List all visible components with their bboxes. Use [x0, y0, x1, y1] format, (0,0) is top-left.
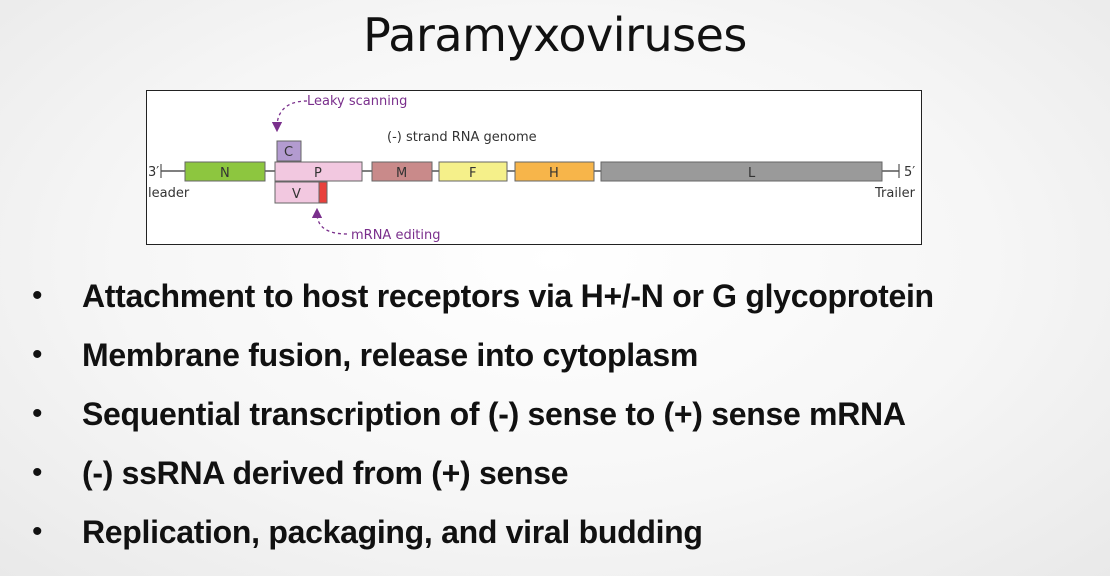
bullet-marker: •: [32, 338, 43, 371]
orf-v-edit-region: [318, 181, 328, 204]
leaky-scanning-label: Leaky scanning: [307, 94, 407, 109]
bullet-text: Attachment to host receptors via H+/-N o…: [82, 278, 934, 314]
mrna-editing-arrow: [311, 207, 348, 235]
genome-diagram: 3′ 5′ leader Trailer (-) strand RNA geno…: [146, 90, 922, 245]
end-3-label: 3′: [148, 165, 159, 180]
orf-c-box: [276, 140, 302, 162]
genome-label: (-) strand RNA genome: [387, 130, 537, 145]
end-5-label: 5′: [904, 165, 915, 180]
gene-f-box: [438, 161, 508, 182]
gene-m-label: M: [396, 166, 407, 181]
gene-p-label: P: [314, 166, 322, 181]
bullet-marker: •: [32, 279, 43, 312]
bullet-marker: •: [32, 515, 43, 548]
gene-l-box: [600, 161, 883, 182]
genome-map: 3′ 5′ leader Trailer (-) strand RNA geno…: [148, 94, 916, 243]
leader-label: leader: [148, 186, 190, 201]
bullet-marker: •: [32, 397, 43, 430]
gene-m-box: [371, 161, 433, 182]
mrna-editing-label: mRNA editing: [351, 228, 441, 243]
bullet-text: Membrane fusion, release into cytoplasm: [82, 337, 699, 373]
gene-l-label: L: [748, 166, 756, 181]
bullet-text: Replication, packaging, and viral buddin…: [82, 514, 703, 550]
gene-n-label: N: [220, 166, 230, 181]
gene-n-box: [184, 161, 266, 182]
bullet-text: Sequential transcription of (-) sense to…: [82, 396, 906, 432]
gene-h-label: H: [549, 166, 559, 181]
orf-c-label: C: [284, 145, 293, 160]
slide-title: Paramyxoviruses: [363, 8, 747, 62]
bullet-marker: •: [32, 456, 43, 489]
trailer-label: Trailer: [874, 186, 916, 201]
gene-f-label: F: [469, 166, 476, 181]
bullet-text: (-) ssRNA derived from (+) sense: [82, 455, 569, 491]
orf-v-label: V: [292, 187, 301, 202]
leaky-scanning-arrow: [271, 100, 308, 133]
gene-p-box: [274, 161, 363, 182]
gene-h-box: [514, 161, 595, 182]
